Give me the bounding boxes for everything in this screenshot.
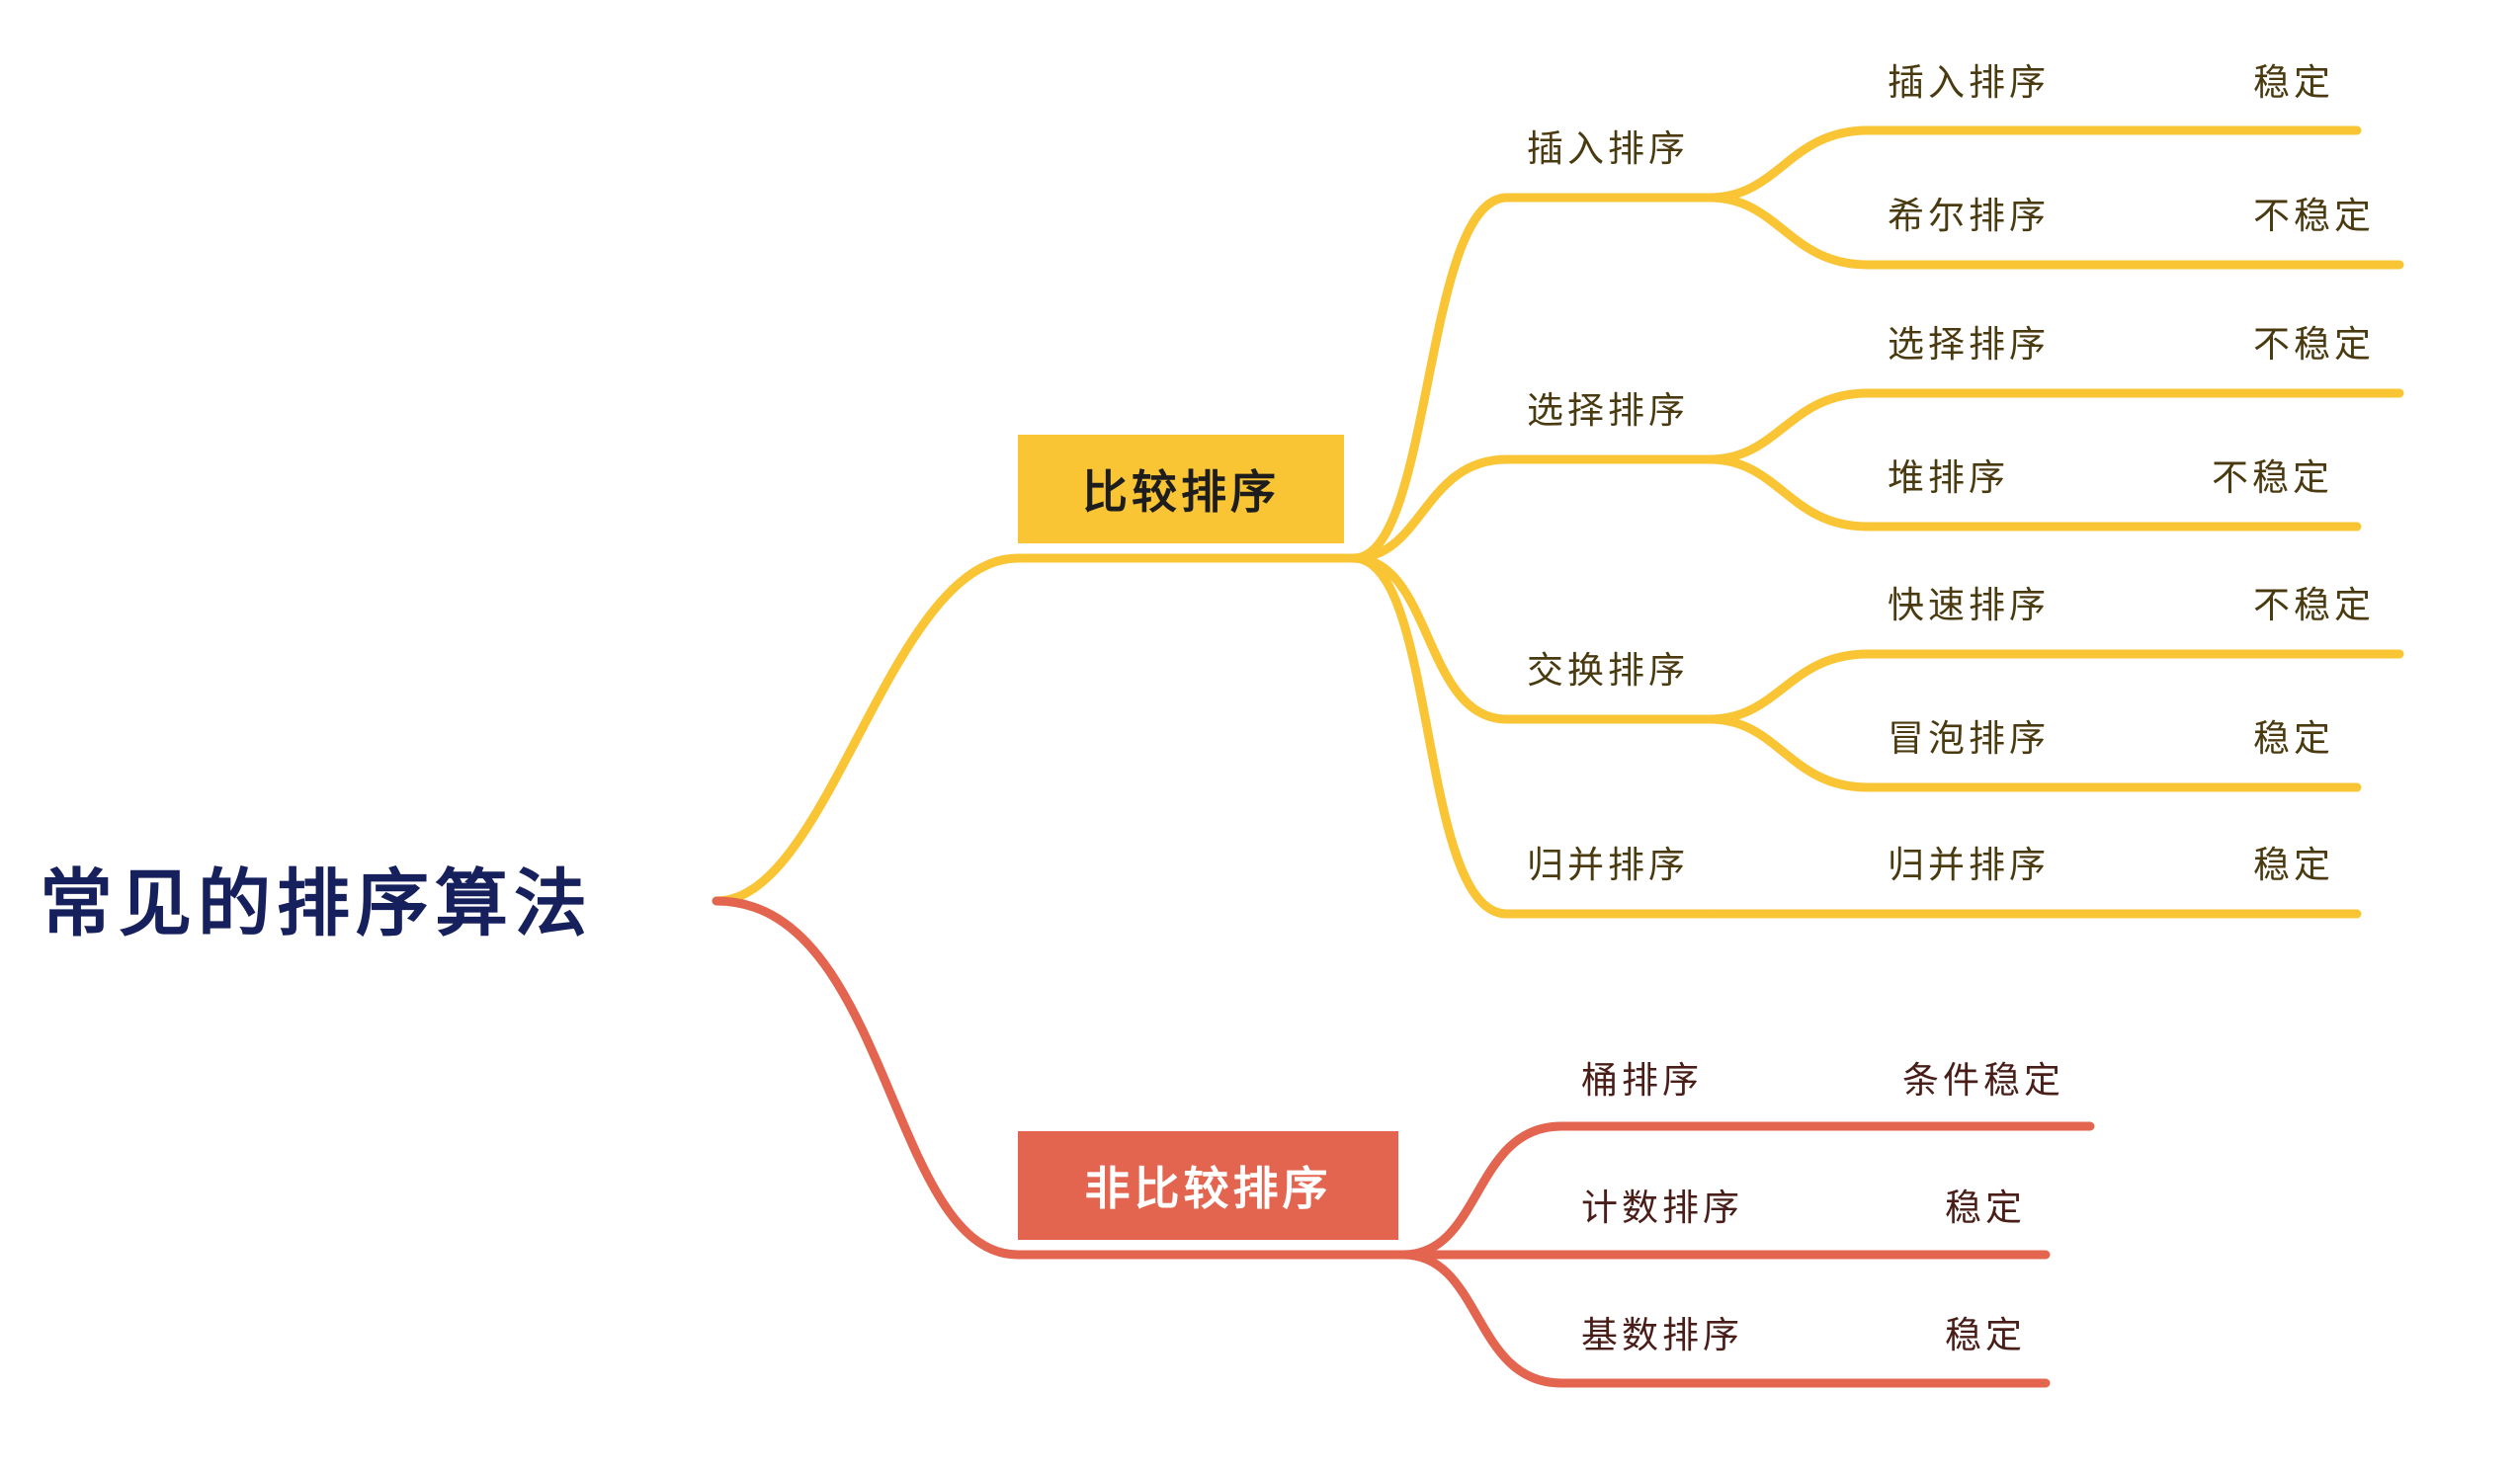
- connector-exchange-quick: [1705, 649, 2404, 724]
- leaf-heap-sort-stability: 不稳定: [2212, 456, 2333, 499]
- connector-selection-selection: [1705, 388, 2404, 464]
- connector-comparison-selection: [1349, 454, 1715, 563]
- leaf-counting-sort-stability: 稳定: [1945, 1187, 2026, 1229]
- connector-root-non-comparison: [712, 896, 1408, 1260]
- leaf-insertion-sort[interactable]: 插入排序: [1888, 61, 2050, 104]
- connector-noncomp-radix: [1398, 1250, 2051, 1388]
- leaf-quick-sort-stability: 不稳定: [2253, 584, 2375, 626]
- connector-comparison-insertion: [1349, 193, 1715, 563]
- group-merge-label[interactable]: 归并排序: [1527, 844, 1689, 886]
- connector-comparison-exchange: [1349, 553, 1715, 724]
- leaf-quick-sort[interactable]: 快速排序: [1888, 584, 2050, 626]
- leaf-heap-sort[interactable]: 堆排序: [1888, 456, 2009, 499]
- connector-selection-heap: [1705, 454, 2362, 532]
- leaf-bucket-sort-stability: 条件稳定: [1902, 1059, 2064, 1102]
- leaf-radix-sort-stability: 稳定: [1945, 1314, 2026, 1356]
- group-exchange-label[interactable]: 交换排序: [1527, 649, 1689, 692]
- non-comparison-sort-node[interactable]: 非比较排序: [1018, 1131, 1398, 1240]
- group-insertion-label[interactable]: 插入排序: [1527, 127, 1689, 170]
- leaf-selection-sort-stability: 不稳定: [2253, 323, 2375, 366]
- connector-comparison-merge: [1349, 553, 1715, 919]
- leaf-bubble-sort[interactable]: 冒泡排序: [1888, 717, 2050, 760]
- leaf-insertion-sort-stability: 稳定: [2253, 61, 2334, 104]
- leaf-shell-sort-stability: 不稳定: [2253, 195, 2375, 237]
- comparison-sort-node[interactable]: 比较排序: [1018, 435, 1344, 543]
- leaf-counting-sort[interactable]: 计数排序: [1581, 1187, 1743, 1229]
- leaf-bucket-sort[interactable]: 桶排序: [1581, 1059, 1703, 1102]
- connector-root-comparison: [712, 553, 1359, 906]
- connector-insertion-insertion: [1705, 125, 2362, 203]
- leaf-shell-sort[interactable]: 希尔排序: [1888, 195, 2050, 237]
- connector-noncomp-bucket: [1398, 1121, 2095, 1260]
- group-selection-label[interactable]: 选择排序: [1527, 389, 1689, 432]
- leaf-bubble-sort-stability: 稳定: [2253, 717, 2334, 760]
- leaf-radix-sort[interactable]: 基数排序: [1581, 1314, 1743, 1356]
- leaf-merge-sort[interactable]: 归并排序: [1888, 844, 2050, 886]
- connector-exchange-bubble: [1705, 714, 2362, 792]
- leaf-selection-sort[interactable]: 选择排序: [1888, 323, 2050, 366]
- connector-insertion-shell: [1705, 193, 2404, 270]
- leaf-merge-sort-stability: 稳定: [2253, 844, 2334, 886]
- root-title: 常见的排序算法: [40, 861, 593, 946]
